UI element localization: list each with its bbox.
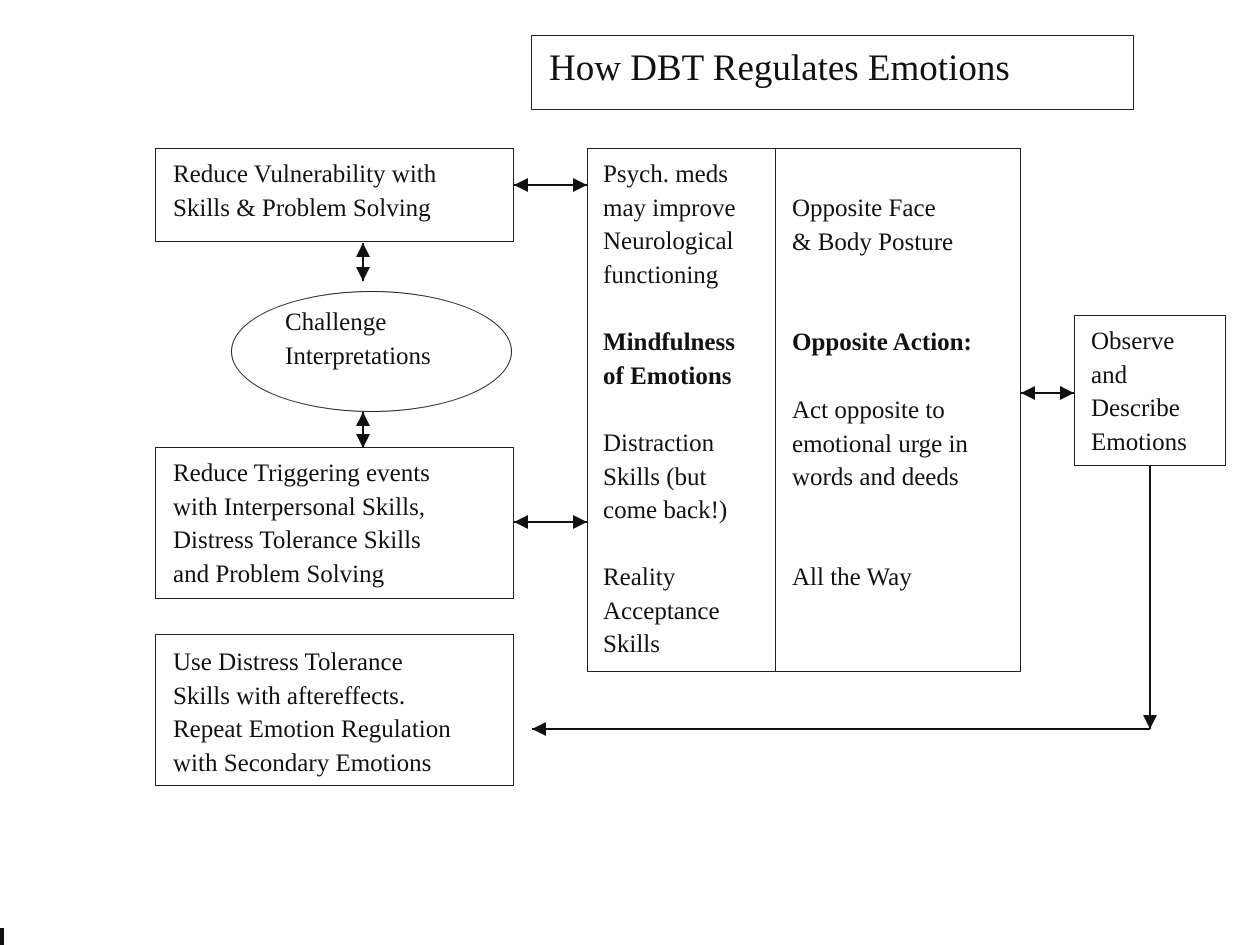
all-the-way-text: All the Way [792, 564, 912, 591]
challenge-interpretations-text: Challenge Interpretations [285, 309, 431, 370]
center-skills-box: Psych. meds may improve Neurological fun… [587, 148, 1021, 672]
title-box: How DBT Regulates Emotions [531, 35, 1134, 110]
mindfulness-text: Mindfulness of Emotions [603, 329, 735, 390]
challenge-interpretations-ellipse: Challenge Interpretations [231, 291, 512, 412]
observe-describe-text: Observe and Describe Emotions [1091, 328, 1187, 456]
reduce-vulnerability-box: Reduce Vulnerability with Skills & Probl… [155, 148, 514, 242]
distress-tolerance-box: Use Distress Tolerance Skills with after… [155, 634, 514, 786]
reduce-triggering-box: Reduce Triggering events with Interperso… [155, 447, 514, 599]
distraction-skills-text: Distraction Skills (but come back!) [603, 430, 728, 524]
diagram-title: How DBT Regulates Emotions [549, 48, 1010, 89]
distress-tolerance-text: Use Distress Tolerance Skills with after… [173, 649, 451, 777]
observe-describe-box: Observe and Describe Emotions [1074, 315, 1226, 466]
opposite-face-text: Opposite Face & Body Posture [792, 195, 954, 256]
psych-meds-text: Psych. meds may improve Neurological fun… [603, 161, 736, 289]
reality-acceptance-text: Reality Acceptance Skills [603, 564, 720, 658]
reduce-vulnerability-text: Reduce Vulnerability with Skills & Probl… [173, 161, 437, 222]
scan-mark [0, 928, 4, 945]
opposite-action-heading: Opposite Action: [792, 329, 972, 356]
reduce-triggering-text: Reduce Triggering events with Interperso… [173, 460, 430, 588]
center-divider [775, 149, 776, 671]
opposite-action-description: Act opposite to emotional urge in words … [792, 397, 968, 491]
